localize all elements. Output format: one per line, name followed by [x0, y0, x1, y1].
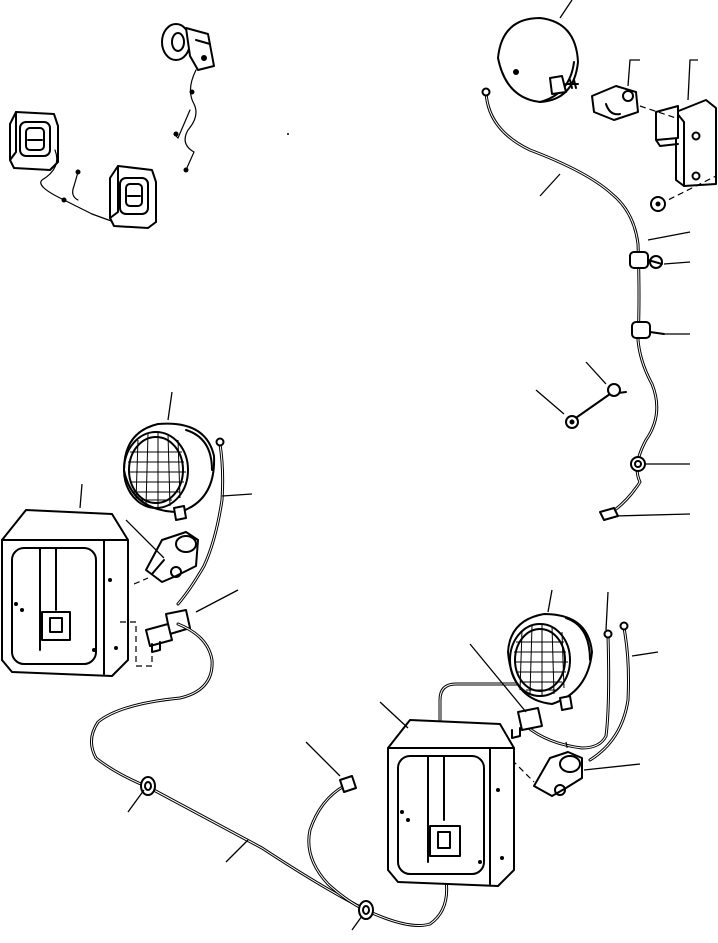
lamp-swivel-mount-left — [145, 531, 199, 583]
flood-lamp-top — [497, 17, 579, 103]
horn-wire — [184, 69, 197, 171]
wire-terminal-lower — [339, 775, 357, 793]
cab-lamp-rear-left — [9, 111, 59, 171]
horn — [161, 23, 215, 71]
harness-clip-1 — [629, 251, 663, 269]
lamp-wire-left — [40, 149, 93, 215]
wire-connector-left — [145, 609, 191, 653]
mounting-bracket — [655, 99, 717, 187]
harness-clip-2 — [631, 321, 665, 339]
cab-lamp-rear-right — [109, 165, 157, 229]
lamp-guard-right — [387, 719, 515, 887]
grommet-lower-2 — [358, 900, 374, 920]
harness-upper-right — [484, 90, 659, 518]
work-lamp-right — [507, 613, 593, 711]
lamp-swivel-mount-right — [533, 751, 583, 797]
wire-terminal — [599, 507, 619, 521]
ground-wire — [565, 383, 627, 429]
grommet-2 — [630, 456, 646, 472]
work-lamp-left — [123, 422, 216, 521]
grommet-lower-1 — [140, 776, 156, 796]
connector-wire — [72, 171, 79, 201]
wire-connector-right — [511, 707, 543, 739]
grommet-1 — [650, 196, 666, 212]
lamp-guard-left — [1, 509, 129, 677]
lamp-swivel-mount-top — [591, 85, 639, 121]
